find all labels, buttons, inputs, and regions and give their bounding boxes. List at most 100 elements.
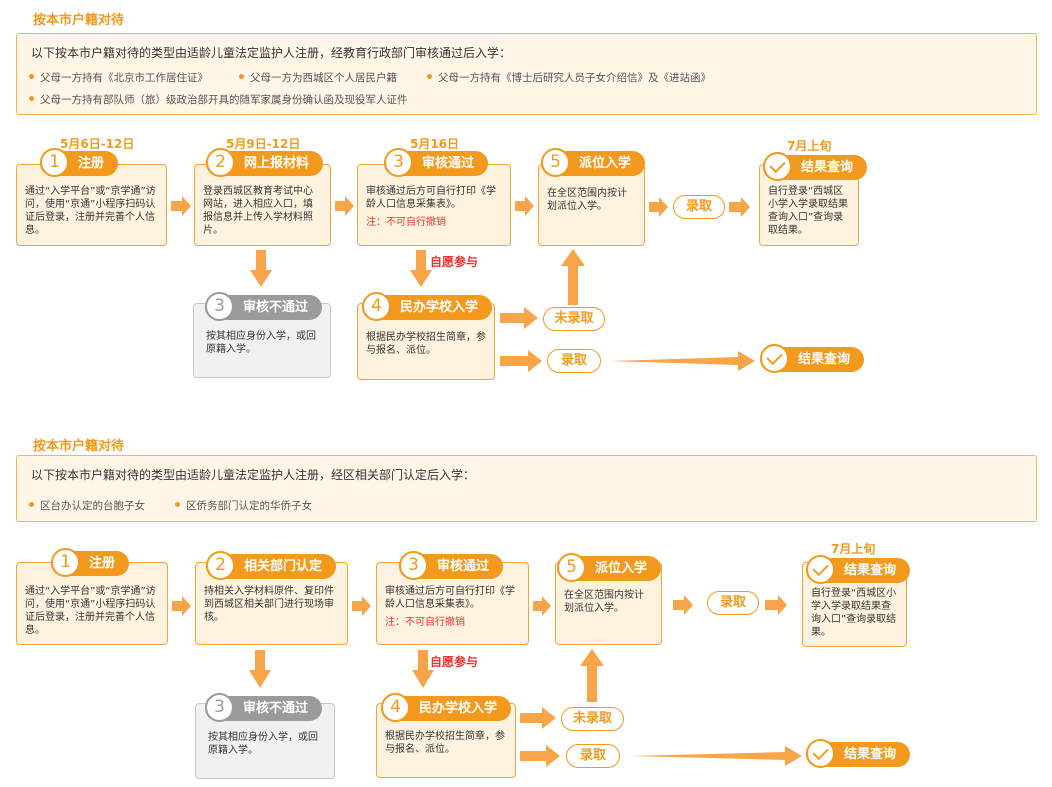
step-2-pill: 2 网上报材料	[206, 148, 324, 177]
check-icon	[806, 739, 835, 768]
step-5-box: 在全区范围内按计划派位入学。	[538, 164, 645, 246]
fail-number: 3	[205, 292, 234, 321]
result-label: 结果查询	[844, 563, 897, 578]
section-2-info-panel: 以下按本市户籍对待的类型由适龄儿童法定监护人注册，经区相关部门认定后入学： 区台…	[16, 455, 1037, 522]
arrow-down-icon	[250, 250, 272, 287]
not-admit-button: 未录取	[543, 307, 605, 331]
arrow-long-icon	[630, 746, 802, 766]
arrow-up-icon	[561, 249, 585, 305]
private-text: 根据民办学校招生简章，参与报名、派位。	[366, 332, 486, 356]
result-label: 结果查询	[801, 160, 854, 175]
fail-pill: 3 审核不通过	[205, 693, 323, 722]
arrow-right-icon	[172, 596, 191, 616]
step-1-text: 通过“入学平台”或“京学通”访问，使用“京通”小程序扫码认证后登录，注册并完善个…	[25, 586, 156, 636]
step-1-pill: 1 注册	[51, 548, 130, 577]
arrow-right-icon	[515, 196, 534, 216]
volunteer-label: 自愿参与	[430, 655, 479, 669]
step-3-number: 3	[399, 551, 428, 580]
section-1-bullet: 父母一方持有部队师（旅）级政治部开具的随军家属身份确认函及现役军人证件	[29, 92, 408, 107]
result-date: 7月上旬	[787, 139, 832, 153]
arrow-up-icon	[580, 649, 604, 702]
step-5-number: 5	[557, 553, 586, 582]
step-5-pill: 5 派位入学	[541, 148, 646, 177]
step-3-pill: 3 审核通过	[399, 551, 504, 580]
step-5-pill: 5 派位入学	[557, 553, 662, 582]
section-1-bullet: 父母一方持有《北京市工作居住证》	[29, 70, 208, 85]
result-text: 自行登录“西城区小学入学录取结果查询入口”查询录取结果。	[768, 186, 848, 236]
section-1-bullet: 父母一方为西城区个人居民户籍	[239, 70, 397, 85]
private-number: 4	[381, 693, 410, 722]
arrow-right-icon	[500, 350, 542, 372]
step-2-box: 登录西城区教育考试中心网站，进入相应入口，填报信息并上传入学材料照片。	[194, 164, 331, 246]
check-icon	[760, 344, 789, 373]
step-1-box: 通过“入学平台”或“京学通”访问，使用“京通”小程序扫码认证后登录，注册并完善个…	[16, 562, 168, 645]
step-3-note: 注：不可自行撤销	[366, 217, 446, 228]
step-1-label: 注册	[89, 556, 116, 571]
arrow-right-icon	[500, 307, 538, 329]
private-pill: 4 民办学校入学	[362, 292, 493, 321]
volunteer-label: 自愿参与	[430, 255, 479, 269]
step-1-label: 注册	[78, 156, 105, 171]
section-1-title: 按本市户籍对待	[33, 13, 125, 28]
result-text: 自行登录“西城区小学入学录取结果查询入口”查询录取结果。	[811, 588, 897, 638]
result-pill: 结果查询	[806, 555, 911, 584]
result-date: 7月上旬	[831, 542, 876, 556]
not-admit-button: 未录取	[561, 707, 624, 731]
fail-text: 按其相应身份入学，或回原籍入学。	[208, 732, 318, 756]
result-private-pill: 结果查询	[806, 739, 911, 768]
arrow-right-icon	[729, 197, 750, 217]
step-3-box: 审核通过后方可自行打印《学龄人口信息采集表》。 注：不可自行撤销	[357, 164, 511, 246]
section-1-info-panel: 以下按本市户籍对待的类型由适龄儿童法定监护人注册，经教育行政部门审核通过后入学：…	[16, 33, 1037, 115]
step-1-number: 1	[40, 148, 69, 177]
check-icon	[763, 152, 792, 181]
arrow-down-icon	[412, 650, 434, 688]
arrow-right-icon	[649, 197, 668, 217]
step-3-number: 3	[384, 148, 413, 177]
step-3-label: 审核通过	[422, 156, 475, 171]
private-number: 4	[362, 292, 391, 321]
fail-pill: 3 审核不通过	[205, 292, 323, 321]
admit-button: 录取	[673, 195, 725, 219]
step-1-text: 通过“入学平台”或“京学通”访问，使用“京通”小程序扫码认证后登录，注册并完善个…	[25, 186, 156, 236]
arrow-down-icon	[249, 650, 271, 688]
private-pill: 4 民办学校入学	[381, 693, 512, 722]
step-5-number: 5	[541, 148, 570, 177]
step-2-pill: 2 相关部门认定	[206, 551, 337, 580]
step-5-text: 在全区范围内按计划派位入学。	[547, 188, 627, 212]
step-3-date: 5月16日	[410, 137, 460, 151]
step-2-date: 5月9日-12日	[226, 137, 301, 151]
admit-private-button: 录取	[566, 744, 620, 768]
fail-label: 审核不通过	[243, 701, 309, 716]
arrow-right-icon	[765, 595, 787, 615]
arrow-right-icon	[335, 196, 354, 216]
section-2-bullet: 区侨务部门认定的华侨子女	[175, 498, 312, 513]
step-1-pill: 1 注册	[40, 148, 119, 177]
step-1-box: 通过“入学平台”或“京学通”访问，使用“京通”小程序扫码认证后登录，注册并完善个…	[16, 164, 167, 246]
arrow-right-icon	[171, 196, 191, 216]
arrow-right-icon	[352, 596, 371, 616]
step-5-label: 派位入学	[595, 561, 648, 576]
private-text: 根据民办学校招生简章，参与报名、派位。	[385, 731, 505, 755]
step-3-pill: 3 审核通过	[384, 148, 489, 177]
arrow-right-icon	[673, 595, 693, 615]
step-2-label: 网上报材料	[244, 156, 310, 171]
fail-label: 审核不通过	[243, 300, 309, 315]
arrow-right-icon	[520, 745, 560, 767]
section-2-title: 按本市户籍对待	[33, 439, 125, 454]
private-label: 民办学校入学	[419, 701, 498, 716]
fail-text: 按其相应身份入学，或回原籍入学。	[206, 331, 316, 355]
private-label: 民办学校入学	[400, 300, 479, 315]
section-1-intro: 以下按本市户籍对待的类型由适龄儿童法定监护人注册，经教育行政部门审核通过后入学：	[31, 46, 512, 60]
result-private-label: 结果查询	[844, 747, 897, 762]
arrow-down-icon	[410, 250, 432, 287]
section-1-bullet: 父母一方持有《博士后研究人员子女介绍信》及《进站函》	[427, 70, 711, 85]
step-5-text: 在全区范围内按计划派位入学。	[564, 590, 644, 614]
result-private-label: 结果查询	[798, 352, 851, 367]
step-1-number: 1	[51, 548, 80, 577]
step-3-text: 审核通过后方可自行打印《学龄人口信息采集表》。	[385, 586, 515, 610]
result-private-pill: 结果查询	[760, 344, 865, 373]
step-5-label: 派位入学	[579, 156, 632, 171]
step-1-date: 5月6日-12日	[60, 137, 135, 151]
step-2-number: 2	[206, 148, 235, 177]
